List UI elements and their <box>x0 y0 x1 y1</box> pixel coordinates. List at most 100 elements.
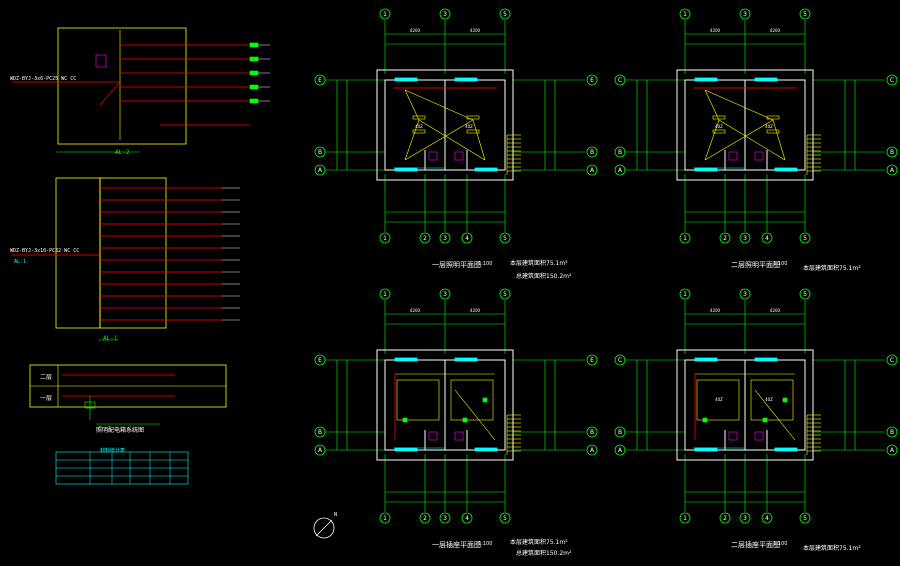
window <box>454 357 478 362</box>
axis-bubble-label: 3 <box>443 11 447 18</box>
axis-bubble-label: 5 <box>803 235 807 242</box>
axis-bubble <box>314 354 326 366</box>
axis-bubble-label: 1 <box>383 291 387 298</box>
axis-bubble-label: A <box>318 167 323 174</box>
dim-text: 4200 <box>470 308 481 313</box>
axis-bubble-label: A <box>890 447 895 454</box>
fixture <box>754 151 764 161</box>
room-tag: 40Z <box>715 397 723 402</box>
axis-bubble-label: 4 <box>465 515 469 522</box>
window <box>394 357 418 362</box>
axis-bubble-label: 1 <box>383 515 387 522</box>
axis-bubble <box>886 426 898 438</box>
axis-bubble-label: 1 <box>683 515 687 522</box>
window <box>694 167 718 172</box>
axis-bubble <box>719 232 731 244</box>
room-tag: 40Z <box>465 124 473 129</box>
lamp <box>412 129 426 134</box>
axis-bubble-label: B <box>318 429 322 436</box>
plan-title-3: 一层插座平面图 <box>432 541 481 549</box>
socket <box>402 417 408 423</box>
axis-bubble <box>379 232 391 244</box>
lamp <box>712 115 726 120</box>
axis-bubble-label: 1 <box>383 235 387 242</box>
fixture <box>454 151 464 161</box>
axis-bubble-label: B <box>590 149 594 156</box>
wire <box>404 119 420 161</box>
axis-bubble <box>314 444 326 456</box>
axis-bubble <box>739 512 751 524</box>
panel1-box <box>57 27 187 145</box>
axis-bubble-label: E <box>318 357 322 364</box>
lamp <box>412 115 426 120</box>
plan-area2-1: 总建筑面积150.2m² <box>516 273 572 280</box>
axis-bubble-label: E <box>318 77 322 84</box>
breaker <box>249 42 259 48</box>
axis-bubble-label: 2 <box>423 235 427 242</box>
room-tag: 40Z <box>765 397 773 402</box>
axis-bubble <box>886 74 898 86</box>
axis-bubble-label: A <box>618 447 623 454</box>
axis-bubble-label: 1 <box>683 291 687 298</box>
incoming-branch <box>99 81 121 106</box>
dim-text: 4200 <box>770 308 781 313</box>
axis-bubble-label: 3 <box>743 235 747 242</box>
floor-label-2: 二层 <box>40 374 53 381</box>
plan-scale-3: 1:100 <box>478 541 493 547</box>
breaker <box>249 56 259 62</box>
axis-bubble-label: 5 <box>803 11 807 18</box>
panel1-caption: AL-2 <box>115 149 130 156</box>
wire <box>772 119 786 161</box>
axis-bubble <box>461 512 473 524</box>
plan-area1-4: 本层建筑面积75.1m² <box>803 545 861 552</box>
axis-bubble <box>314 74 326 86</box>
riser-title: 照明配电箱系统图 <box>96 427 145 434</box>
plan-area1-3: 本层建筑面积75.1m² <box>510 539 568 546</box>
north-arrow-label: N <box>334 512 338 518</box>
outer-wall <box>376 69 514 181</box>
axis-bubble-label: A <box>590 167 595 174</box>
axis-bubble-label: C <box>618 77 622 84</box>
axis-bubble <box>499 288 511 300</box>
axis-bubble-label: C <box>890 357 894 364</box>
axis-bubble <box>379 512 391 524</box>
table-header: 材料统计表 <box>100 448 126 454</box>
axis-bubble <box>799 8 811 20</box>
axis-bubble-label: C <box>618 357 622 364</box>
window <box>694 357 718 362</box>
axis-bubble-label: C <box>890 77 894 84</box>
axis-bubble-label: 5 <box>503 291 507 298</box>
wire <box>704 89 720 121</box>
axis-bubble <box>439 512 451 524</box>
axis-bubble <box>761 512 773 524</box>
window <box>394 77 418 82</box>
dim-text: 4200 <box>710 308 721 313</box>
axis-bubble <box>586 444 598 456</box>
axis-bubble <box>799 512 811 524</box>
wire <box>754 389 796 441</box>
window <box>774 447 798 452</box>
lamp <box>466 129 480 134</box>
plan-area1-1: 本层建筑面积75.1m² <box>510 260 568 267</box>
fixture <box>428 431 438 441</box>
socket <box>462 417 468 423</box>
window <box>694 77 718 82</box>
socket <box>702 417 708 423</box>
wire <box>704 119 720 161</box>
wire <box>704 89 774 121</box>
panel1-incoming: WDZ-BYJ-3x6-PC25 WC CC <box>10 76 77 82</box>
plan-area2-3: 总建筑面积150.2m² <box>516 550 572 557</box>
dim-text: 4200 <box>470 28 481 33</box>
axis-bubble <box>886 146 898 158</box>
outer-wall <box>676 349 814 461</box>
axis-bubble-label: E <box>590 77 594 84</box>
dim-text: 4200 <box>410 28 421 33</box>
breaker <box>249 98 259 104</box>
axis-bubble <box>614 146 626 158</box>
plan-scale-1: 1:100 <box>478 261 493 267</box>
axis-bubble <box>586 164 598 176</box>
axis-bubble <box>886 164 898 176</box>
window <box>694 447 718 452</box>
meter <box>95 54 107 68</box>
axis-bubble <box>379 8 391 20</box>
